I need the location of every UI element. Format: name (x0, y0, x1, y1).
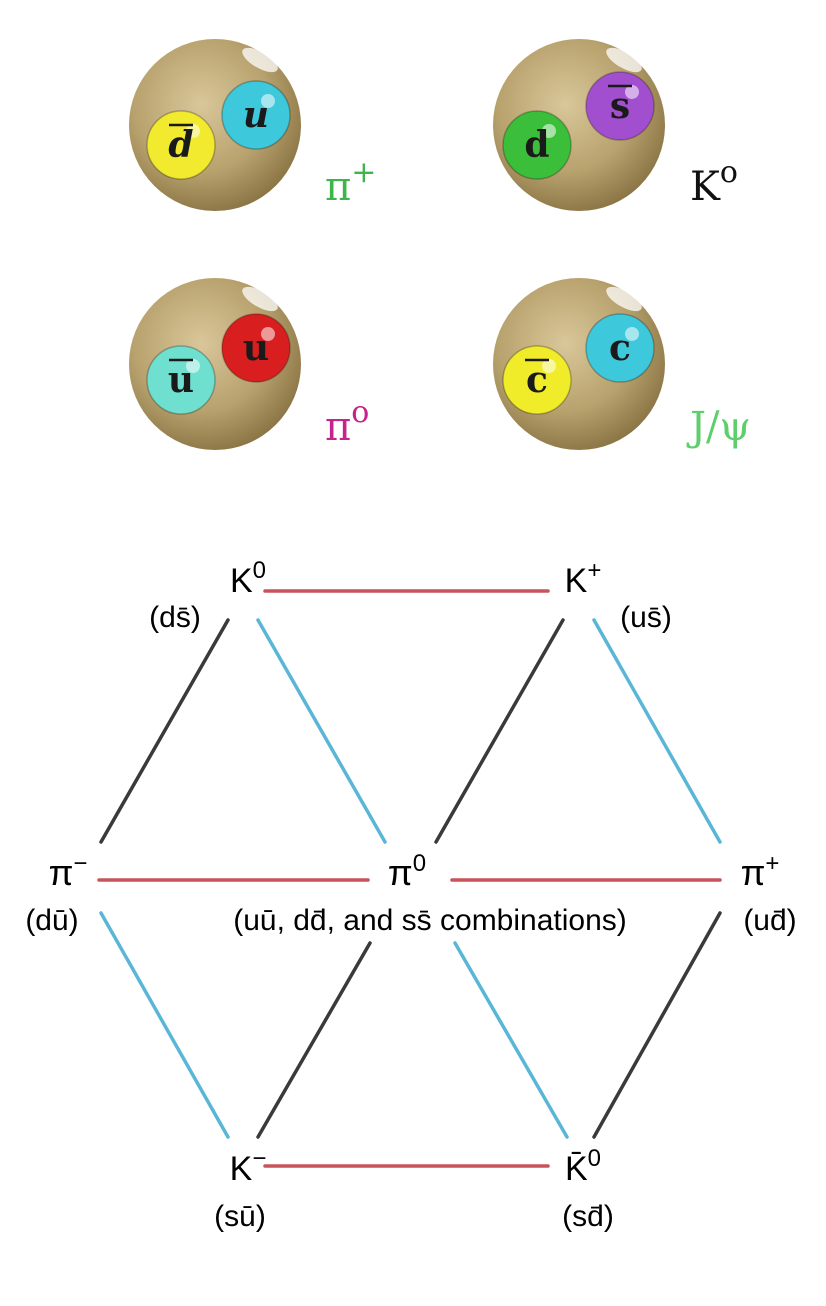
meson-label: πo (325, 395, 369, 450)
edge-piplus-k0bar (592, 911, 722, 1139)
quark-label: d (524, 124, 549, 166)
quark-shine (186, 124, 200, 138)
edge-k0-pi0 (256, 618, 387, 844)
node-kminus-symbol: K− (230, 1145, 267, 1188)
quark-shine (542, 359, 556, 373)
pi-plus-meson: d u π+ (129, 39, 376, 211)
quark-label: c (526, 359, 548, 401)
shell-highlight (606, 286, 642, 312)
pi-zero-meson: u u πo (129, 278, 369, 450)
node-kminus-content: (sū) (214, 1200, 266, 1233)
node-k0bar-symbol: K̄0 (565, 1145, 601, 1188)
j-psi-meson: c cJ/ψ (493, 278, 751, 450)
quark-label: u (243, 327, 269, 369)
quark-shine (261, 94, 275, 108)
meson-label: π+ (325, 155, 376, 210)
meson-label: J/ψ (686, 404, 751, 450)
quark-label: u (168, 359, 194, 401)
octet-lines (97, 589, 722, 1168)
quark-label: d (168, 124, 193, 166)
node-k0-symbol: K0 (230, 557, 266, 600)
quark-label: s (610, 85, 630, 127)
shell-highlight (242, 286, 278, 312)
node-k0bar-content: (sd̄) (562, 1200, 614, 1233)
quark-label: c (609, 327, 631, 369)
quark-label: u (243, 94, 269, 136)
node-piplus-symbol: π+ (741, 850, 780, 893)
shell-highlight (242, 47, 278, 73)
node-kplus-content: (us̄) (620, 601, 672, 634)
node-pi0-symbol: π0 (388, 850, 426, 893)
node-piplus-content: (ud̄) (743, 904, 796, 937)
edge-pi0-k0bar (453, 941, 569, 1139)
k-zero-meson: d sKo (493, 39, 738, 211)
node-pi0-content: (uū, dd̄, and ss̄ combinations) (233, 904, 627, 937)
quark-shine (625, 327, 639, 341)
node-piminus-symbol: π− (49, 850, 88, 893)
edge-kplus-piplus (592, 618, 722, 844)
quark-shine (542, 124, 556, 138)
edge-k0-piminus (99, 618, 230, 844)
meson-label: Ko (690, 155, 738, 210)
shell-highlight (606, 47, 642, 73)
edge-kplus-pi0 (434, 618, 565, 844)
node-piminus-content: (dū) (25, 904, 78, 937)
edge-pi0-kminus (256, 941, 372, 1139)
quark-shine (625, 85, 639, 99)
node-kplus-symbol: K+ (565, 557, 602, 600)
edge-piminus-kminus (99, 911, 230, 1139)
quark-shine (186, 359, 200, 373)
quark-shine (261, 327, 275, 341)
node-k0-content: (ds̄) (149, 601, 201, 634)
